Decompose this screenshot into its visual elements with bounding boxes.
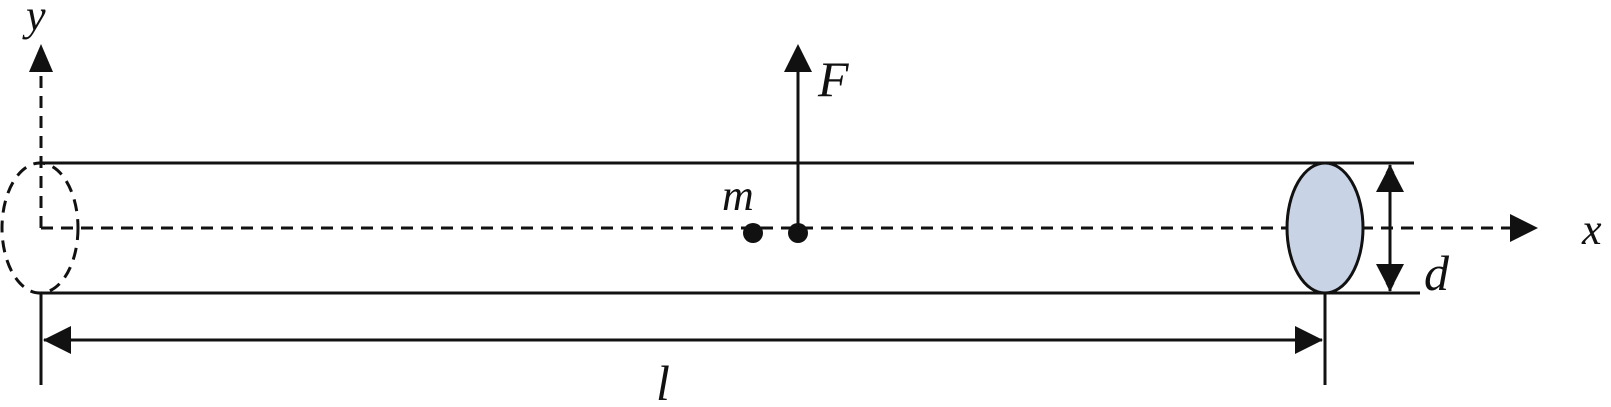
x-axis-label: x xyxy=(1581,205,1602,254)
diameter-label: d xyxy=(1424,245,1450,301)
force-label: F xyxy=(817,51,849,107)
diameter-arrowhead-top xyxy=(1376,165,1404,192)
y-axis-arrowhead xyxy=(29,44,53,72)
mass-label: m xyxy=(722,171,754,220)
length-arrowhead-left xyxy=(43,326,71,354)
mass-point xyxy=(743,223,763,243)
diameter-arrowhead-bottom xyxy=(1376,264,1404,291)
force-arrowhead xyxy=(784,44,812,72)
length-label: l xyxy=(656,355,670,407)
right-cross-section xyxy=(1285,161,1365,295)
y-axis-label: y xyxy=(22,0,46,40)
x-axis-arrowhead xyxy=(1510,214,1538,242)
length-arrowhead-right xyxy=(1295,326,1323,354)
